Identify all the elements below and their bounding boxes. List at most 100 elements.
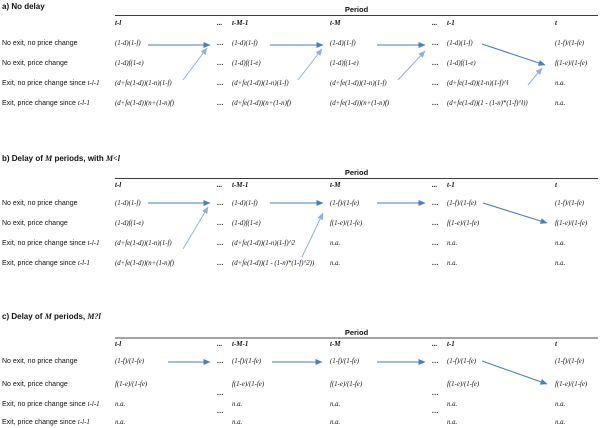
ellipsis-cell: ... (432, 239, 439, 247)
ellipsis-cell: ... (217, 389, 224, 397)
probability-cell: (d+fe(1-d))(1-n)(1-f) (330, 80, 387, 87)
row-label: No exit, no price change (2, 40, 78, 48)
probability-cell: n.a. (330, 419, 341, 426)
column-header: t (555, 181, 557, 189)
probability-cell: (1-f)/(1-fe) (232, 358, 262, 365)
probability-cell: f(1-e)/(1-fe) (330, 381, 363, 388)
row-label-text: No exit, price change (2, 60, 68, 67)
row-label-text: Exit, no price change since (2, 401, 88, 408)
row-label-text: No exit, price change (2, 381, 68, 388)
column-header-ellipsis: ... (217, 181, 223, 189)
probability-cell: (1-d)(1-f) (232, 40, 258, 47)
probability-cell: (d+fe(1-d))(1 - (1-n)*(1-f)^2)) (232, 260, 315, 267)
probability-cell: f(1-e)/(1-fe) (555, 60, 588, 67)
row-label: No exit, price change (2, 220, 68, 228)
column-header-ellipsis: ... (432, 19, 438, 27)
column-header-ellipsis: ... (217, 340, 223, 348)
probability-cell: n.a. (555, 100, 566, 107)
section-b-title: b) Delay of M periods, with M<l (2, 154, 120, 164)
row-label: Exit, price change since t-l-1 (2, 259, 90, 268)
probability-cell: (1-f)/(1-fe) (115, 358, 145, 365)
title-variable: M (44, 312, 52, 321)
probability-cell: (d+fe(1-d))(1-n)(1-f) (115, 80, 172, 87)
row-label-text: No exit, no price change (2, 40, 78, 47)
probability-cell: n.a. (330, 260, 341, 267)
title-text: b) Delay of (2, 154, 46, 163)
probability-cell: (1-d)f(1-e) (330, 60, 359, 67)
probability-cell: n.a. (447, 401, 458, 408)
row-label: Exit, no price change since t-l-1 (2, 239, 100, 248)
title-text: periods, (51, 312, 88, 321)
probability-cell: n.a. (447, 419, 458, 426)
probability-cell: (d+fe(1-d))(n+(1-n)f) (115, 260, 174, 267)
row-label: Exit, no price change since t-l-1 (2, 400, 100, 409)
ellipsis-cell: ... (432, 199, 439, 207)
probability-cell: n.a. (115, 401, 126, 408)
title-text: periods, with (52, 154, 107, 163)
ellipsis-cell: ... (432, 39, 439, 47)
transition-arrow (481, 360, 548, 385)
transition-arrow (527, 67, 543, 86)
probability-cell: (1-d)(1-f) (115, 200, 141, 207)
row-label-text: No exit, price change (2, 220, 68, 227)
column-header: t (555, 19, 557, 27)
ellipsis-cell: ... (432, 357, 439, 365)
probability-cell: f(1-e)/(1-fe) (447, 220, 480, 227)
row-label-variable: t-l-1 (87, 239, 100, 247)
row-label-text: Exit, price change since (2, 260, 78, 267)
ellipsis-cell: ... (432, 99, 439, 107)
probability-cell: n.a. (555, 80, 566, 87)
title-text: a) No delay (2, 2, 45, 11)
period-label: Period (344, 168, 369, 177)
probability-cell: f(1-e)/(1-fe) (447, 381, 480, 388)
probability-cell: n.a. (115, 419, 126, 426)
row-label-variable: t-l-1 (87, 79, 100, 87)
transition-arrow (301, 212, 324, 258)
probability-cell: (d+fe(1-d))(1 - (1-n)*(1-f)^l)) (447, 100, 528, 107)
transition-arrow (481, 43, 546, 66)
probability-cell: (1-f)/(1-fe) (555, 200, 585, 207)
section-c-title: c) Delay of M periods, M?l (2, 312, 101, 322)
ellipsis-cell: ... (432, 407, 439, 415)
ellipsis-cell: ... (432, 259, 439, 267)
column-header-ellipsis: ... (432, 340, 438, 348)
ellipsis-cell: ... (432, 79, 439, 87)
probability-cell: (1-f)/(1-fe) (447, 200, 477, 207)
column-header: t-l (115, 340, 122, 348)
column-header-ellipsis: ... (217, 19, 223, 27)
ellipsis-cell: ... (217, 59, 224, 67)
ellipsis-cell: ... (432, 59, 439, 67)
probability-cell: (1-d)(1-f) (232, 200, 258, 207)
probability-cell: (1-f)/(1-fe) (330, 200, 360, 207)
row-label-text: Exit, price change since (2, 100, 78, 107)
row-label-variable: t-l-1 (77, 259, 90, 267)
row-label: No exit, no price change (2, 358, 78, 366)
row-label-variable: t-l-1 (87, 400, 100, 408)
probability-cell: (d+fe(1-d))(1-n)(1-f)^l (447, 80, 509, 87)
row-label-text: Exit, no price change since (2, 240, 88, 247)
column-header: t-M (330, 340, 341, 348)
probability-cell: n.a. (232, 419, 243, 426)
probability-cell: n.a. (555, 240, 566, 247)
probability-cell: (d+fe(1-d))(1-n)(1-f) (115, 240, 172, 247)
probability-cell: (1-d)f(1-e) (232, 220, 261, 227)
ellipsis-cell: ... (432, 219, 439, 227)
probability-cell: (d+fe(1-d))(1-n)(1-f)^2 (232, 240, 295, 247)
probability-cell: n.a. (232, 401, 243, 408)
ellipsis-cell: ... (217, 239, 224, 247)
row-label-text: Exit, no price change since (2, 80, 88, 87)
probability-cell: (1-d)f(1-e) (115, 60, 144, 67)
probability-cell: (d+fe(1-d))(n+(1-n)f) (330, 100, 389, 107)
row-label: Exit, price change since t-l-1 (2, 418, 90, 427)
title-variable: M<l (106, 154, 120, 163)
probability-cell: (d+fe(1-d))(n+(1-n)f) (115, 100, 174, 107)
ellipsis-cell: ... (217, 99, 224, 107)
probability-cell: (1-f)/(1-fe) (555, 358, 585, 365)
probability-cell: (1-d)f(1-e) (232, 60, 261, 67)
row-label: No exit, price change (2, 60, 68, 68)
column-header: t-M (330, 181, 341, 189)
row-label-variable: t-l-1 (77, 99, 90, 107)
probability-cell: n.a. (555, 401, 566, 408)
